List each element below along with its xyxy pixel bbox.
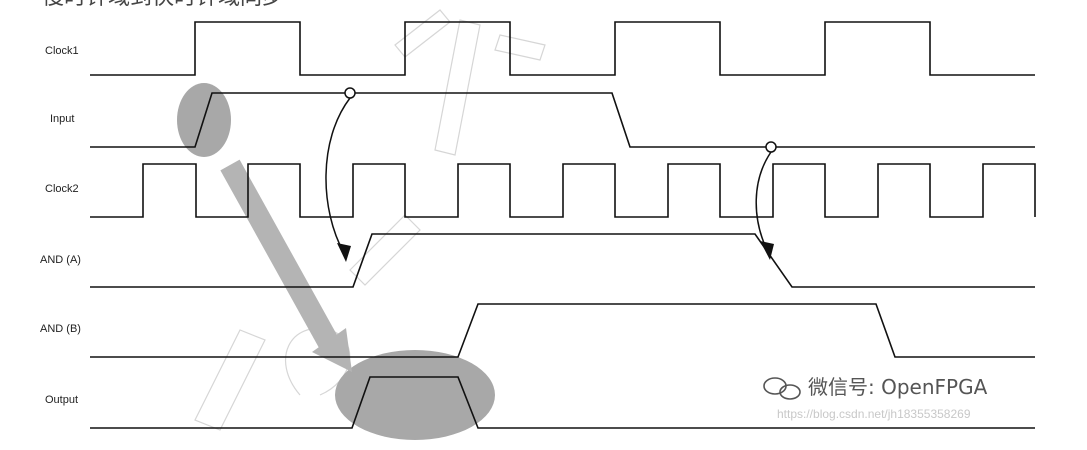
label-input: Input [50, 113, 74, 125]
watermark-account: 微信号: OpenFPGA [808, 375, 988, 399]
waveform-and-a [90, 233, 1035, 288]
waveform-clock2 [90, 163, 1036, 218]
arrow-head-2 [760, 241, 774, 260]
wechat-icon [763, 377, 801, 400]
highlight-arrow [220, 159, 352, 372]
waveform-input [90, 92, 1035, 148]
curved-arrow-1 [325, 97, 351, 254]
label-and-a: AND (A) [40, 254, 81, 266]
curved-arrow-2 [755, 151, 772, 251]
arrow-head-1 [337, 243, 351, 262]
label-clock1: Clock1 [45, 45, 79, 57]
signal-labels: Clock1 Input Clock2 AND (A) AND (B) Outp… [40, 45, 81, 406]
sample-point-2 [765, 141, 777, 153]
sample-point-1 [344, 87, 356, 99]
output-highlight [335, 350, 495, 440]
waveform-output [90, 376, 1035, 429]
label-and-b: AND (B) [40, 323, 81, 335]
label-output: Output [45, 394, 78, 406]
diagram-caption: 慢时钟域到快时钟域同步 [42, 0, 284, 10]
waveform-and-b [90, 303, 1035, 358]
waveform-clock1 [90, 21, 1035, 76]
watermark-url: https://blog.csdn.net/jh18355358269 [777, 407, 971, 421]
label-clock2: Clock2 [45, 183, 79, 195]
